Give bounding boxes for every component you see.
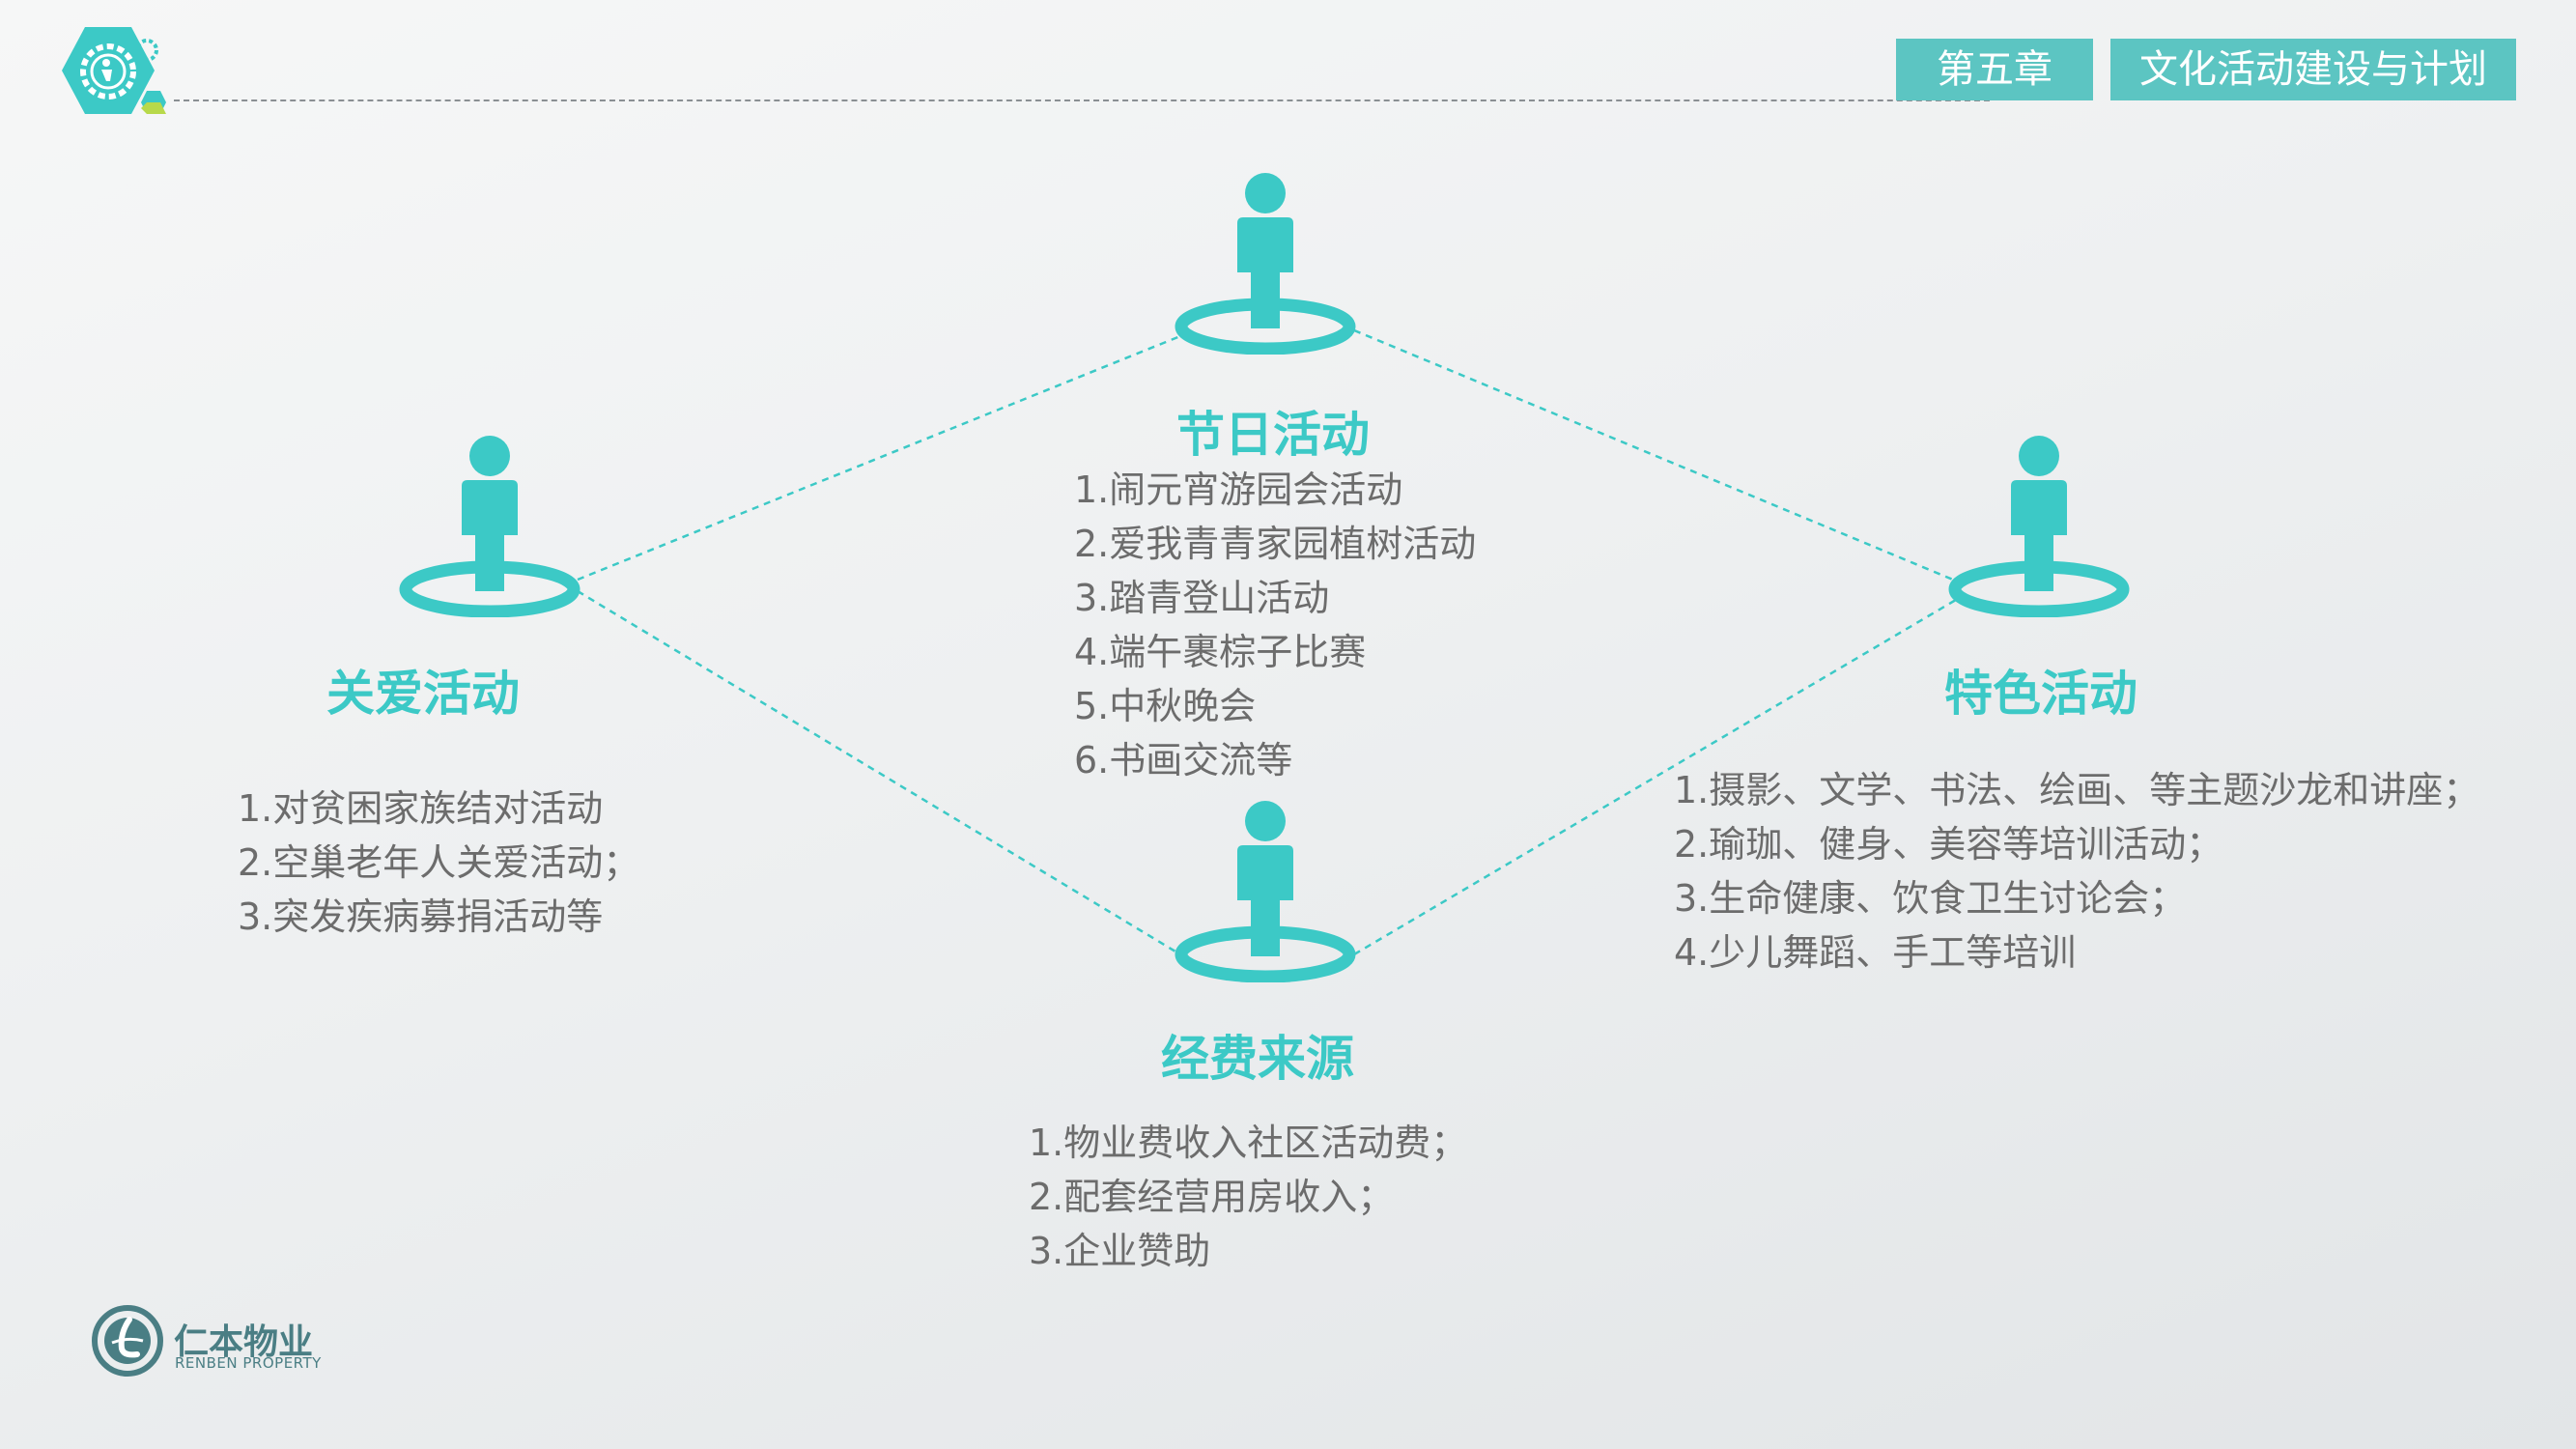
hexagon-gear-person-icon <box>62 27 166 114</box>
person-on-ring-icon <box>1948 436 2130 617</box>
list-item: 2.空巢老年人关爱活动； <box>238 841 640 884</box>
link-funding-special <box>1353 595 1962 956</box>
festival-title: 节日活动 <box>1176 407 1370 463</box>
logo-name-cn: 仁本物业 <box>174 1322 314 1362</box>
list-item: 1.物业费收入社区活动费； <box>1029 1122 1468 1164</box>
section-title-badge: 文化活动建设与计划 <box>2110 39 2516 100</box>
list-item: 2.配套经营用房收入； <box>1029 1176 1395 1218</box>
person-on-ring-icon <box>1175 801 1356 982</box>
person-on-ring-icon <box>1175 173 1356 355</box>
care-list: 1.对贫困家族结对活动 2.空巢老年人关爱活动； 3.突发疾病募捐活动等 <box>238 781 639 944</box>
chapter-badge: 第五章 <box>1896 39 2093 100</box>
list-item: 3.生命健康、饮食卫生讨论会； <box>1674 877 2187 920</box>
list-item: 1.闹元宵游园会活动 <box>1074 469 1403 511</box>
link-festival-special <box>1353 328 1954 582</box>
special-title: 特色活动 <box>1944 666 2137 722</box>
care-title: 关爱活动 <box>326 666 520 722</box>
funding-list: 1.物业费收入社区活动费； 2.配套经营用房收入； 3.企业赞助 <box>1029 1116 1467 1278</box>
list-item: 1.对贫困家族结对活动 <box>238 787 604 830</box>
person-on-ring-icon <box>399 436 580 617</box>
list-item: 4.端午裹棕子比赛 <box>1074 631 1367 673</box>
header-divider <box>174 99 1990 101</box>
funding-title: 经费来源 <box>1161 1031 1354 1087</box>
list-item: 2.瑜珈、健身、美容等培训活动； <box>1674 823 2223 866</box>
festival-list: 1.闹元宵游园会活动 2.爱我青青家园植树活动 3.踏青登山活动 4.端午裹棕子… <box>1074 463 1476 787</box>
list-item: 6.书画交流等 <box>1074 739 1293 781</box>
list-item: 5.中秋晚会 <box>1074 685 1257 727</box>
logo-name-en: RENBEN PROPERTY <box>175 1354 322 1372</box>
list-item: 4.少儿舞蹈、手工等培训 <box>1674 931 2077 974</box>
list-item: 2.爱我青青家园植树活动 <box>1074 523 1477 565</box>
list-item: 3.踏青登山活动 <box>1074 577 1330 619</box>
link-care-funding <box>577 589 1181 956</box>
list-item: 3.企业赞助 <box>1029 1230 1211 1272</box>
list-item: 3.突发疾病募捐活动等 <box>238 895 604 938</box>
renben-logo-icon <box>92 1305 163 1377</box>
special-list: 1.摄影、文学、书法、绘画、等主题沙龙和讲座； 2.瑜珈、健身、美容等培训活动；… <box>1674 763 2479 980</box>
link-care-festival <box>577 334 1181 582</box>
list-item: 1.摄影、文学、书法、绘画、等主题沙龙和讲座； <box>1674 769 2480 811</box>
